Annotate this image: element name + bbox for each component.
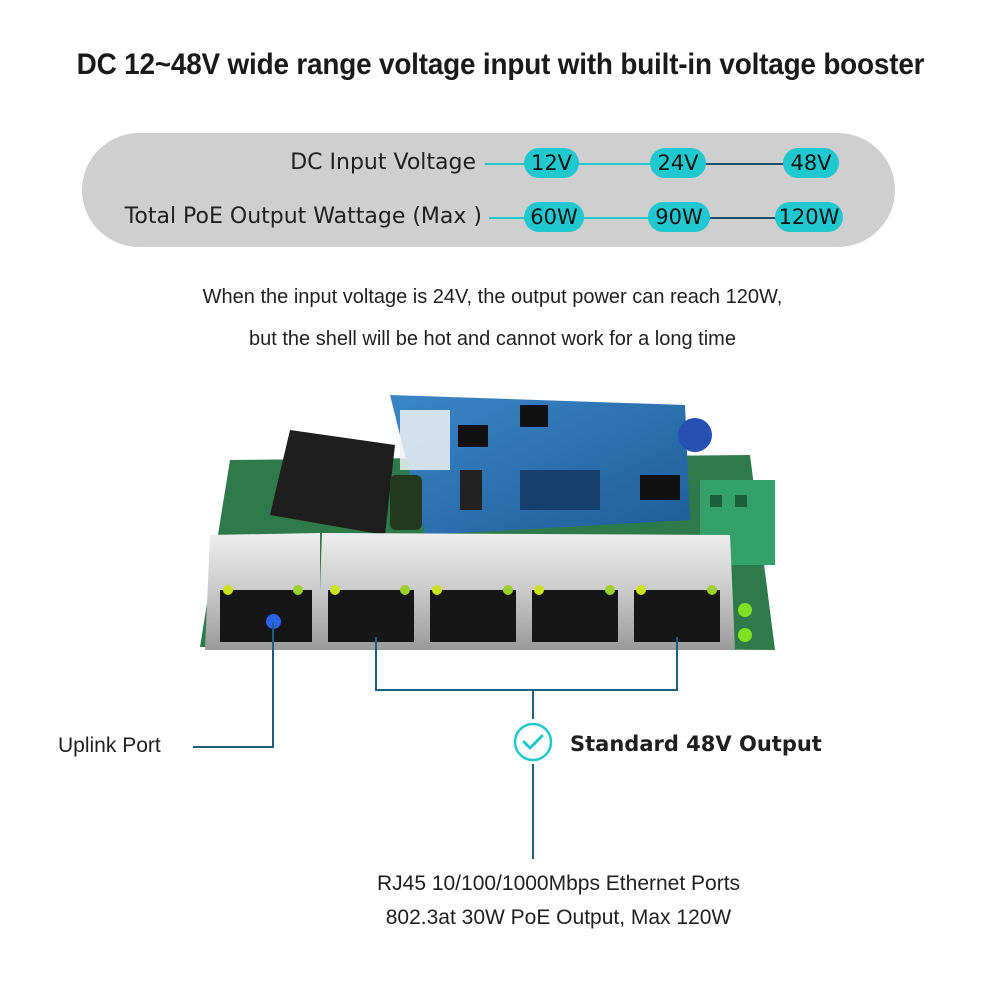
rj45-port	[532, 590, 618, 642]
connector-line	[193, 746, 274, 748]
page-title: DC 12~48V wide range voltage input with …	[76, 48, 925, 81]
wattage-120w-pill: 120W	[775, 202, 843, 232]
rj45-port	[430, 590, 516, 642]
capacitor	[678, 418, 712, 452]
uplink-marker-dot	[266, 614, 281, 629]
output-wattage-label: Total PoE Output Wattage (Max )	[124, 204, 482, 229]
connector-line	[489, 217, 533, 219]
connector-line	[485, 163, 533, 165]
connector-line	[272, 622, 274, 748]
ports-description-line-1: RJ45 10/100/1000Mbps Ethernet Ports	[376, 872, 741, 895]
connector-line	[375, 637, 377, 691]
input-voltage-label: DC Input Voltage	[290, 150, 476, 175]
connector-line	[578, 217, 658, 219]
connector-line	[700, 163, 788, 165]
mosfet-array	[460, 470, 482, 510]
relay-component	[400, 410, 450, 470]
connector-line	[703, 217, 783, 219]
uplink-port-label: Uplink Port	[58, 734, 161, 757]
electrolytic-capacitor	[390, 475, 422, 530]
ic-chip	[458, 425, 488, 447]
component-array	[520, 470, 600, 510]
note-line-1: When the input voltage is 24V, the outpu…	[202, 286, 783, 308]
note-line-2: but the shell will be hot and cannot wor…	[249, 328, 736, 350]
ic-chip	[520, 405, 548, 427]
connector-line	[375, 689, 678, 691]
black-film	[270, 430, 395, 535]
poe-switch-board-image	[200, 395, 775, 650]
connector-line	[574, 163, 658, 165]
spec-panel	[82, 133, 895, 247]
voltage-24v-pill: 24V	[650, 148, 706, 178]
voltage-12v-pill: 12V	[524, 148, 579, 178]
poe-ports-shell	[318, 533, 735, 650]
connector-line	[676, 637, 678, 691]
standard-output-label: Standard 48V Output	[570, 732, 822, 756]
wattage-60w-pill: 60W	[524, 202, 584, 232]
connector-line	[532, 764, 534, 859]
wattage-90w-pill: 90W	[648, 202, 710, 232]
uplink-rj45-port	[220, 590, 312, 642]
voltage-48v-pill: 48V	[783, 148, 839, 178]
check-circle-icon	[513, 722, 553, 762]
ports-description-line-2: 802.3at 30W PoE Output, Max 120W	[385, 906, 732, 929]
rj45-port	[328, 590, 414, 642]
connector-line	[532, 689, 534, 719]
ic-chip	[640, 475, 680, 500]
rj45-port	[634, 590, 720, 642]
